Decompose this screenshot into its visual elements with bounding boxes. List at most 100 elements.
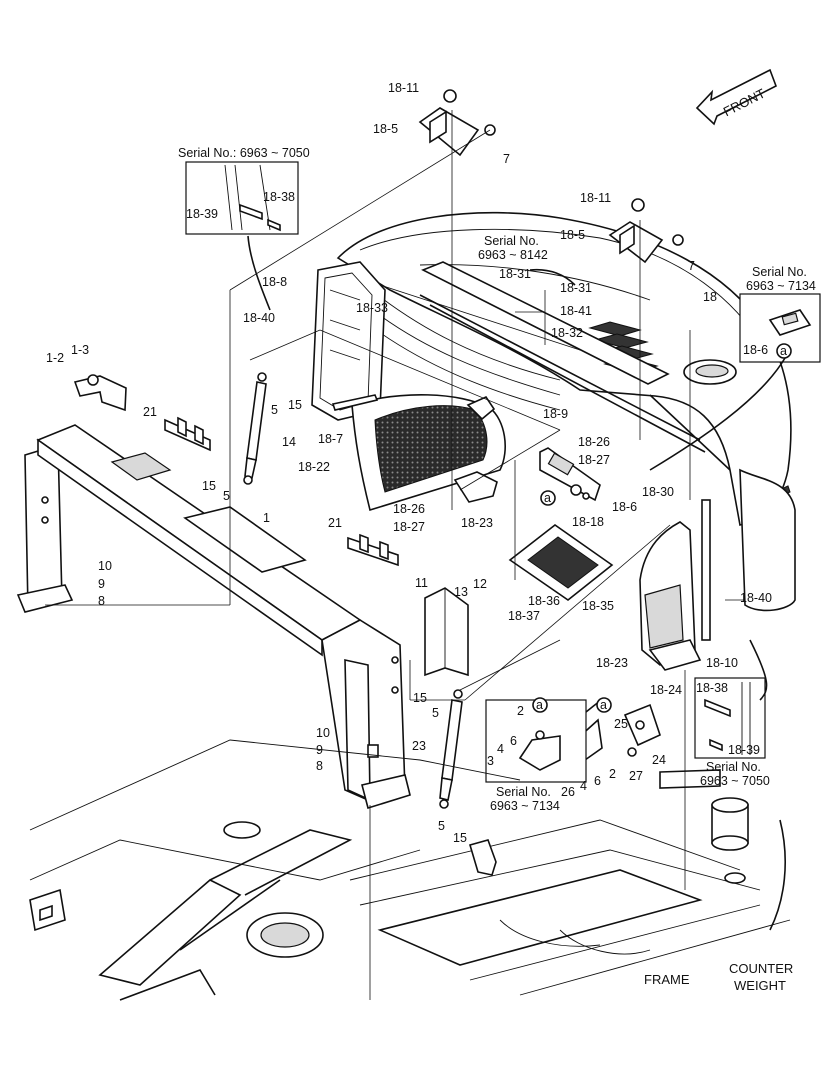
callout-18-6-box: 18-6 <box>743 343 768 357</box>
callout-12: 12 <box>473 577 487 591</box>
callout-23: 23 <box>412 739 426 753</box>
serial-note-right-box-line2: 6963 ~ 7134 <box>746 279 816 293</box>
callout-18-11-right: 18-11 <box>580 191 611 205</box>
callout-4-box: 4 <box>497 742 504 756</box>
base-frame <box>29 739 791 1001</box>
callout-18-27-mid: 18-27 <box>393 520 425 534</box>
detail-leader-e <box>529 268 576 286</box>
detail-box-bottom-right <box>694 677 766 759</box>
callout-25: 25 <box>614 717 628 731</box>
callout-1: 1 <box>263 511 270 525</box>
callout-18-40-left: 18-40 <box>243 311 275 325</box>
callout-21-mid: 21 <box>328 516 342 530</box>
counter-weight-line1: COUNTER <box>729 961 793 976</box>
callout-3-box: 3 <box>487 754 494 768</box>
serial-note-cover-top: Serial No. 6963 ~ 8142 <box>478 234 548 262</box>
callout-18-39-tl: 18-39 <box>186 207 218 221</box>
serial-note-bottom-right-line1: Serial No. <box>706 760 761 774</box>
callout-18-7: 18-7 <box>318 432 343 446</box>
callout-13: 13 <box>454 585 468 599</box>
gas-spring-14 <box>243 372 267 485</box>
leader-lines <box>45 110 745 1000</box>
serial-note-right-box: Serial No. 6963 ~ 7134 <box>746 265 816 293</box>
callout-1-3: 1-3 <box>71 343 89 357</box>
callout-18-18: 18-18 <box>572 515 604 529</box>
hinge-18-5-top <box>418 89 496 157</box>
callout-15-lower: 15 <box>413 691 427 705</box>
marker-a-hinge: a <box>600 698 607 712</box>
detail-leader-a <box>247 235 271 311</box>
callout-18-26-mid: 18-26 <box>393 502 425 516</box>
small-bracket-bottom <box>469 839 497 876</box>
serial-note-cover-top-line1: Serial No. <box>484 234 539 248</box>
callout-18-37: 18-37 <box>508 609 540 623</box>
callout-26: 26 <box>561 785 575 799</box>
callout-18-5-top: 18-5 <box>373 122 398 136</box>
callout-10-right: 10 <box>316 726 330 740</box>
serial-note-hinge-detail-line2: 6963 ~ 7134 <box>490 799 560 813</box>
callout-15-bottom: 15 <box>453 831 467 845</box>
callout-18-30: 18-30 <box>642 485 674 499</box>
callout-18-31-a: 18-31 <box>499 267 531 281</box>
serial-note-hinge-detail: Serial No. 6963 ~ 7134 <box>490 785 560 813</box>
callout-18-39-br: 18-39 <box>728 743 760 757</box>
detail-markers: a a a a <box>532 343 792 713</box>
serial-note-right-box-line1: Serial No. <box>752 265 807 279</box>
serial-note-top-left: Serial No.: 6963 ~ 7050 <box>178 146 310 160</box>
callout-5-mid: 5 <box>223 489 230 503</box>
marker-a-latch: a <box>544 491 551 505</box>
marker-a-box: a <box>780 344 787 358</box>
callout-18: 18 <box>703 290 717 304</box>
callout-27: 27 <box>629 769 643 783</box>
callout-7-right: 7 <box>688 259 695 273</box>
detail-box-hinge <box>485 699 587 783</box>
serial-note-hinge-detail-line1: Serial No. <box>496 785 551 799</box>
callout-labels: 18-11 18-5 7 18-39 18-38 18-11 18-5 7 18… <box>46 81 772 845</box>
detail-leader-c <box>749 639 768 701</box>
bracket-1-2 <box>73 375 127 412</box>
callout-14: 14 <box>282 435 296 449</box>
callout-18-35: 18-35 <box>582 599 614 613</box>
callout-8-right: 8 <box>316 759 323 773</box>
plate-21-a <box>164 416 211 452</box>
callout-15-mid: 15 <box>202 479 216 493</box>
callout-6-right: 6 <box>594 774 601 788</box>
callout-18-8: 18-8 <box>262 275 287 289</box>
callout-5-upper: 5 <box>271 403 278 417</box>
callout-18-26-right: 18-26 <box>578 435 610 449</box>
front-arrow: FRONT <box>695 68 778 126</box>
duct-18-24 <box>639 499 711 671</box>
callout-2-right: 2 <box>609 767 616 781</box>
callout-18-10: 18-10 <box>706 656 738 670</box>
serial-note-bottom-right-line2: 6963 ~ 7050 <box>700 774 770 788</box>
callout-18-32: 18-32 <box>551 326 583 340</box>
callout-18-31-b: 18-31 <box>560 281 592 295</box>
detail-leader-b <box>649 357 786 471</box>
gas-spring-23 <box>439 689 463 809</box>
counter-weight-label: COUNTER WEIGHT <box>729 961 797 993</box>
plate-21-b <box>347 533 399 567</box>
serial-note-bottom-right: Serial No. 6963 ~ 7050 <box>700 760 770 788</box>
callout-5-lower: 5 <box>432 706 439 720</box>
callout-10-left: 10 <box>98 559 112 573</box>
rod-18-7 <box>331 394 379 411</box>
bottom-labels: FRAME COUNTER WEIGHT <box>644 961 797 993</box>
callout-18-41: 18-41 <box>560 304 592 318</box>
callout-5-bottom: 5 <box>438 819 445 833</box>
hinge-18-5-right <box>608 198 684 264</box>
marker-a-hinge-box: a <box>536 698 543 712</box>
callout-18-6: 18-6 <box>612 500 637 514</box>
callout-2-box: 2 <box>517 704 524 718</box>
callout-18-24: 18-24 <box>650 683 682 697</box>
callout-1-2: 1-2 <box>46 351 64 365</box>
callout-9-left: 9 <box>98 577 105 591</box>
callout-18-11-top: 18-11 <box>388 81 419 95</box>
serial-notes: Serial No.: 6963 ~ 7050 Serial No. 6963 … <box>178 146 816 813</box>
counter-weight-line2: WEIGHT <box>734 978 786 993</box>
callout-11: 11 <box>415 576 428 590</box>
callout-18-23-mid: 18-23 <box>461 516 493 530</box>
callout-18-38-tl: 18-38 <box>263 190 295 204</box>
callout-6-box: 6 <box>510 734 517 748</box>
callout-21-left: 21 <box>143 405 157 419</box>
